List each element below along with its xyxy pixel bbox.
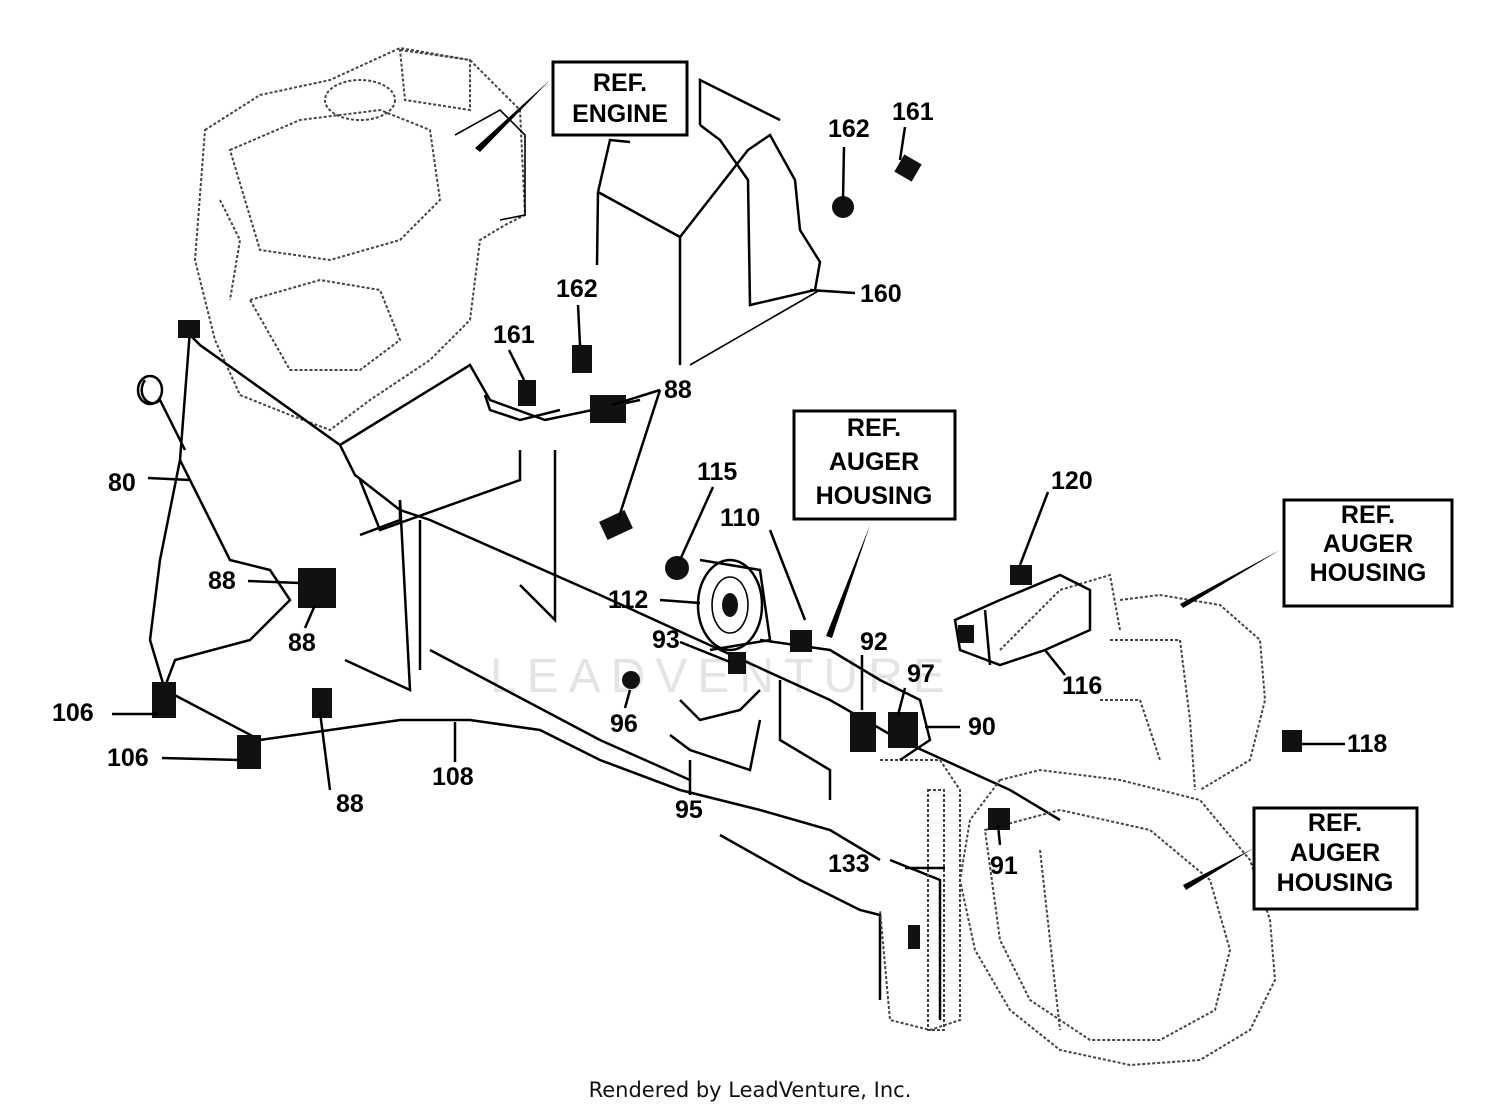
part-label-106-lower: 106: [107, 744, 149, 772]
part-label-162-mid: 162: [556, 275, 598, 303]
part-label-160: 160: [860, 280, 902, 308]
watermark: LEADVENTURE: [490, 650, 955, 703]
ref-box-auger-3: REF. AUGER HOUSING: [1252, 806, 1419, 911]
part-label-96: 96: [610, 710, 638, 738]
footer-credit: Rendered by LeadVenture, Inc.: [588, 1078, 912, 1102]
part-labels: 161 162 160 162 161 88 80 88 88 106 106 …: [52, 98, 1387, 880]
part-label-106-upper: 106: [52, 699, 94, 727]
part-label-115: 115: [697, 458, 737, 486]
part-label-90: 90: [968, 713, 996, 741]
drive-bracket: [669, 573, 1092, 1031]
part-label-110: 110: [720, 504, 760, 532]
part-label-93: 93: [652, 626, 680, 654]
part-label-91: 91: [990, 852, 1018, 880]
part-label-116: 116: [1062, 672, 1102, 700]
part-label-88-left-low: 88: [288, 629, 316, 657]
part-label-120: 120: [1051, 467, 1093, 495]
engine-drawing: [193, 46, 527, 432]
ref-auger-2-line-1: REF.: [1341, 501, 1395, 529]
ref-auger-1-line-2: AUGER: [829, 448, 919, 476]
part-label-161-mid: 161: [493, 321, 535, 349]
ref-auger-2-line-2: AUGER: [1323, 530, 1413, 558]
ref-auger-3-line-1: REF.: [1308, 809, 1362, 837]
ref-auger-2-line-3: HOUSING: [1310, 559, 1427, 587]
leader-lines: [112, 126, 1345, 870]
part-label-88-left: 88: [208, 567, 236, 595]
part-label-80: 80: [108, 469, 136, 497]
part-label-88-upper: 88: [664, 376, 692, 404]
part-label-161-top: 161: [892, 98, 934, 126]
part-label-112: 112: [608, 586, 648, 614]
part-label-97: 97: [907, 660, 935, 688]
ref-auger-3-line-2: AUGER: [1290, 839, 1380, 867]
pulley-112: [696, 558, 772, 652]
part-label-108: 108: [432, 763, 474, 791]
ref-box-auger-1: REF. AUGER HOUSING: [792, 409, 957, 521]
frame: [148, 329, 1061, 1000]
part-label-92: 92: [860, 628, 888, 656]
ref-engine-line-1: REF.: [593, 69, 647, 97]
part-label-162-top: 162: [828, 115, 870, 143]
part-label-118: 118: [1347, 730, 1387, 758]
ref-box-auger-2: REF. AUGER HOUSING: [1282, 498, 1454, 608]
auger-housing-drawing: [879, 573, 1277, 1067]
ref-auger-1-line-3: HOUSING: [816, 482, 933, 510]
ref-box-engine: REF. ENGINE: [551, 60, 689, 137]
ref-auger-1-line-1: REF.: [847, 414, 901, 442]
ref-auger-3-line-3: HOUSING: [1277, 869, 1394, 897]
reference-arrows: [475, 80, 1280, 890]
part-label-133: 133: [828, 850, 870, 878]
part-label-88-bottom: 88: [336, 790, 364, 818]
fasteners: [136, 154, 1302, 949]
ref-engine-line-2: ENGINE: [572, 100, 668, 128]
belt-cover-160: [595, 77, 822, 366]
part-label-95: 95: [675, 796, 703, 824]
